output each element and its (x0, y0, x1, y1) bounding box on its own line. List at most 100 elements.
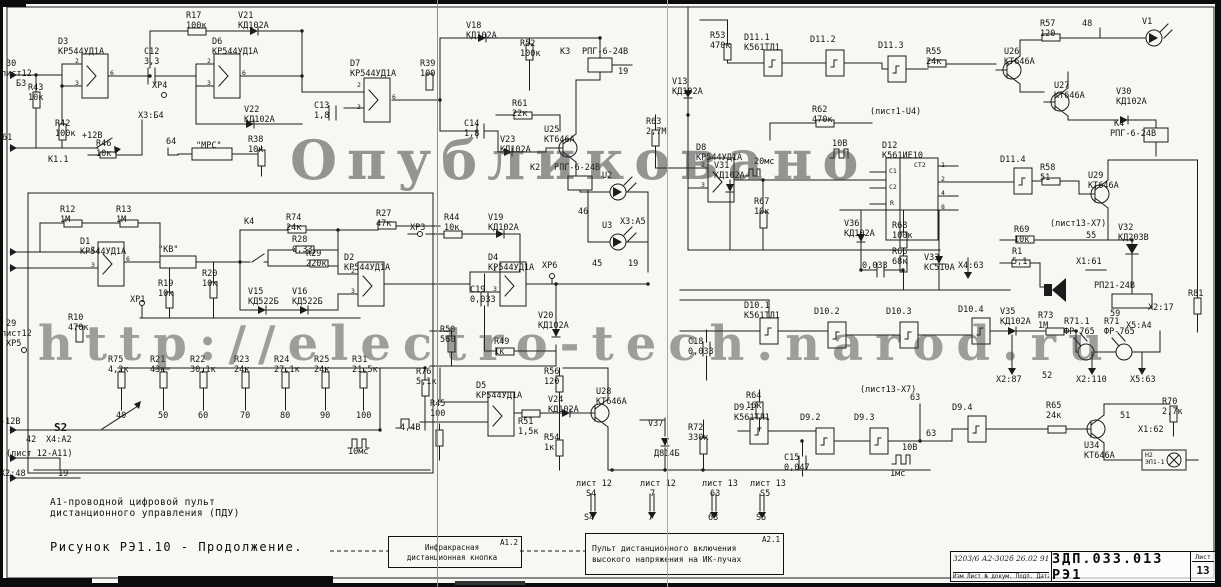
schematic-label: лист 13 (750, 479, 786, 489)
schematic-label: 6 (392, 93, 396, 101)
schematic-label: R39 100 (420, 59, 436, 79)
schematic-label: 1 (941, 161, 945, 169)
edge-top (0, 0, 1221, 4)
schematic-label: 2 (941, 175, 945, 183)
schematic-label: (лист13-Х7) (1050, 219, 1107, 229)
schematic-label: R44 10к (444, 213, 460, 233)
schematic-label: R17 100к (186, 11, 207, 31)
schematic-label: R70 2,7к (1162, 397, 1183, 417)
schematic-label: 3 (701, 181, 705, 189)
schematic-label: 19 (628, 259, 639, 269)
schematic-label: 4,4В (400, 423, 421, 433)
schematic-label: V16 КД522Б (292, 287, 323, 307)
schematic-label: R75 4,2к (108, 355, 129, 375)
schematic-label: D11.3 (878, 41, 904, 51)
schematic-label: CT2 (914, 161, 926, 169)
schematic-label: D7 КР544УД1А (350, 59, 397, 79)
schematic-label: 7 (650, 489, 656, 499)
schematic-label: D8 КР544УД1А (696, 143, 743, 163)
schematic-label: R62 470к (812, 105, 833, 125)
schematic-label: D9.3 (854, 413, 875, 423)
schematic-label: V13 КД102А (672, 77, 703, 97)
block-a21-line1: Пульт дистанционного включения (592, 544, 737, 553)
schematic-label: К4 (1114, 119, 1125, 129)
schematic-label: +12В (82, 131, 103, 141)
schematic-label: Х2:17 (1148, 303, 1174, 313)
schematic-label: 55 (1086, 231, 1097, 241)
block-a21-id: А2.1 (761, 535, 780, 544)
schematic-label: 2 (207, 57, 211, 65)
schematic-label: R12 1М (60, 205, 76, 225)
schematic-label: 10В (832, 139, 848, 149)
schematic-label: лист12 (1, 69, 32, 79)
schematic-label: 2 (91, 245, 95, 253)
schematic-label: 3 (351, 287, 355, 295)
schematic-label: (лист1-U4) (870, 107, 922, 117)
schematic-label: 100 (356, 411, 372, 421)
schematic-label: Х4:А2 (46, 435, 72, 445)
schematic-label: 30 (6, 59, 17, 69)
schematic-label: V23 КД102А (500, 135, 531, 155)
block-a21-line2: высокого напряжения на ИК-лучах (592, 555, 742, 565)
title-block-columns: Изм Лист № докум. Подп. Дата (953, 572, 1049, 580)
schematic-label: D9.4 (952, 403, 973, 413)
schematic-label: D11.1 К561ТЛ1 (744, 33, 780, 53)
schematic-label: V32 КД203В (1118, 223, 1149, 243)
schematic-label: (лист13-Х7) (860, 385, 917, 395)
schematic-label: R10 470к (68, 313, 89, 333)
schematic-label: Д814Б (654, 449, 680, 460)
smudge-bottom-mid (455, 581, 525, 585)
schematic-label: лист12 (1, 329, 32, 339)
schematic-label: -12В (0, 417, 21, 427)
schematic-label: R71.1 ФР-765 (1064, 317, 1095, 337)
schematic-label: лист 12 (640, 479, 676, 489)
schematic-label: R22 30,1к (190, 355, 216, 375)
schematic-label: R56 120 (544, 367, 560, 387)
schematic-label: 60 (198, 411, 209, 421)
schematic-label: Х2:87 (996, 375, 1022, 385)
schematic-label: Х5:А4 (1126, 321, 1152, 331)
schematic-label: 90 (320, 411, 331, 421)
schematic-label: "КВ" (158, 245, 179, 255)
title-block-handwriting: 3203/6 А2-302б 26.02 91.06 (953, 554, 1049, 563)
schematic-label: R46 10к (96, 139, 112, 159)
schematic-label: К1.1 (48, 155, 69, 165)
schematic-label: 51 (1120, 411, 1131, 421)
schematic-label: V18 КД102А (466, 21, 497, 41)
schematic-label: R25 24к (314, 355, 330, 375)
schematic-label: R73 1М (1038, 311, 1054, 331)
schematic-label: Х1:61 (1076, 257, 1102, 267)
schematic-label: C13 1,8 (314, 101, 330, 121)
schematic-label: D1 КР544УД1А (80, 237, 127, 257)
schematic-label: R50 560 (440, 325, 456, 345)
schematic-label: R68 100к (892, 221, 913, 241)
schematic-label: U25 КТ646А (544, 125, 575, 145)
schematic-label: D12 К561ИЕ10 (882, 141, 923, 161)
schematic-label: 19 (618, 67, 629, 77)
schematic-label: R61 22к (512, 99, 528, 119)
smudge-bottom-left (118, 576, 333, 587)
document-number: ЗДП.033.013 РЭ1 (1051, 551, 1191, 583)
schematic-label: V30 КД102А (1116, 87, 1147, 107)
schematic-label: 6 (126, 255, 130, 263)
schematic-label: 10мс (348, 447, 369, 457)
schematic-label: R43 10к (28, 83, 44, 103)
schematic-label: 63 (710, 489, 721, 499)
block-a21: А2.1 Пульт дистанционного включения высок… (585, 533, 784, 575)
schematic-label: R29 220к (306, 249, 327, 269)
schematic-label: (лист 12-А11) (6, 449, 73, 459)
schematic-label: D9.1 К561ТЛ1 (734, 403, 770, 423)
schematic-label: R23 24к (234, 355, 250, 375)
schematic-label: "МРС" (196, 141, 222, 151)
schematic-label: R20 10к (202, 269, 218, 289)
schematic-label: ХР6 (542, 261, 558, 271)
block-a12-line1: Инфракрасная (424, 543, 480, 552)
schematic-label: 2 (357, 81, 361, 89)
block-a12-line2: дистанционная кнопка (406, 552, 498, 562)
schematic-label: R76 5,1к (416, 367, 437, 387)
corner-tab (0, 0, 26, 7)
schematic-label: 7 (648, 513, 654, 523)
schematic-label: 6 (242, 69, 246, 77)
schematic-label: 20мс (754, 157, 775, 167)
